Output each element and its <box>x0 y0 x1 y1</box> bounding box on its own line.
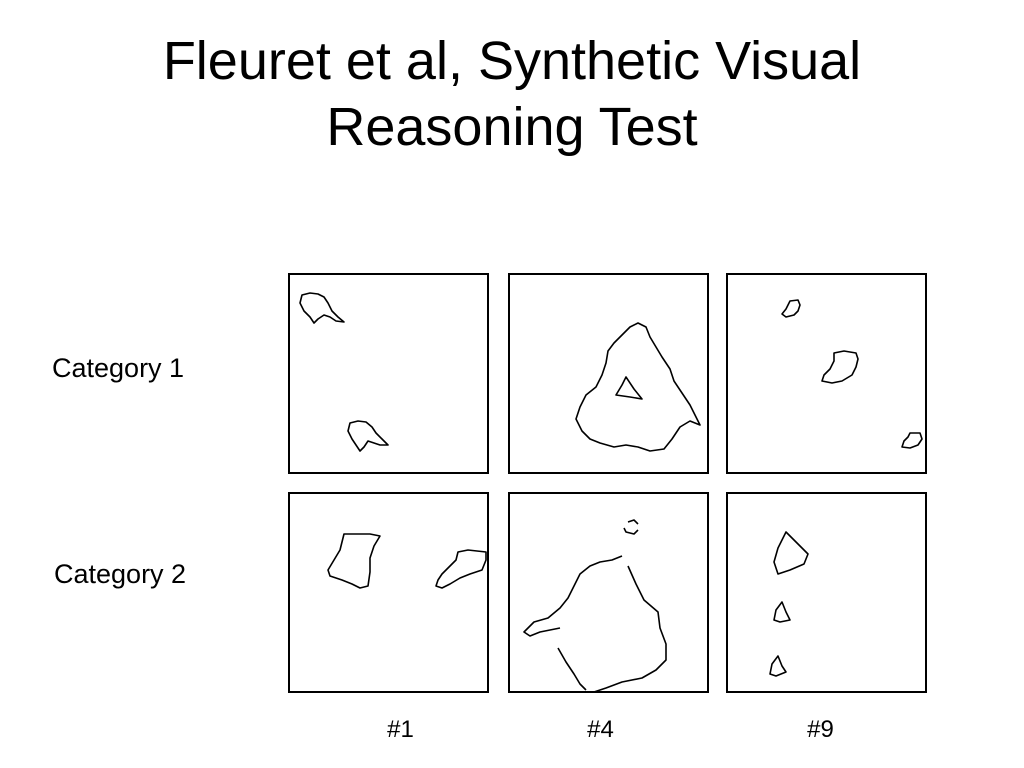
large-open-blob-shape <box>523 555 623 637</box>
column-label-4: #4 <box>587 716 614 743</box>
blob-shape <box>327 533 381 589</box>
panel-cat1-col1-shapes <box>299 292 389 452</box>
panel-cat2-col1 <box>288 492 489 693</box>
blob-shape <box>435 549 487 589</box>
blob-shape <box>773 531 809 575</box>
blob-shape <box>347 420 389 452</box>
panel-cat2-col9-shapes <box>769 531 809 677</box>
column-label-1: #1 <box>387 716 414 743</box>
panel-cat1-col9 <box>726 273 927 474</box>
panel-cat1-col4-shapes <box>575 322 701 452</box>
blob-shape <box>781 299 801 318</box>
title-line-2: Reasoning Test <box>326 97 698 157</box>
panel-cat1-col1 <box>288 273 489 474</box>
panel-cat2-col9 <box>726 492 927 693</box>
small-triangle-shape <box>769 655 787 677</box>
small-triangle-shape <box>773 601 791 623</box>
panel-cat1-col9-shapes <box>781 299 923 449</box>
panel-cat2-col1-shapes <box>327 533 487 589</box>
large-open-blob-shape <box>557 647 587 691</box>
blob-shape <box>821 350 859 384</box>
title-line-1: Fleuret et al, Synthetic Visual <box>162 31 862 91</box>
small-open-shape <box>623 519 639 535</box>
slide-title: Fleuret et al, Synthetic Visual Reasonin… <box>0 28 1024 160</box>
row-label-category-2: Category 2 <box>54 559 187 589</box>
blob-shape <box>299 292 345 324</box>
row-label-category-1: Category 1 <box>52 353 185 383</box>
large-triangle-blob-shape <box>575 322 701 452</box>
blob-shape <box>901 432 923 449</box>
small-triangle-shape <box>615 376 643 400</box>
panel-cat2-col4-shapes <box>523 519 667 693</box>
panel-cat1-col4 <box>508 273 709 474</box>
panel-cat2-col4 <box>508 492 709 693</box>
large-open-blob-shape <box>593 565 667 693</box>
column-label-9: #9 <box>807 716 834 743</box>
